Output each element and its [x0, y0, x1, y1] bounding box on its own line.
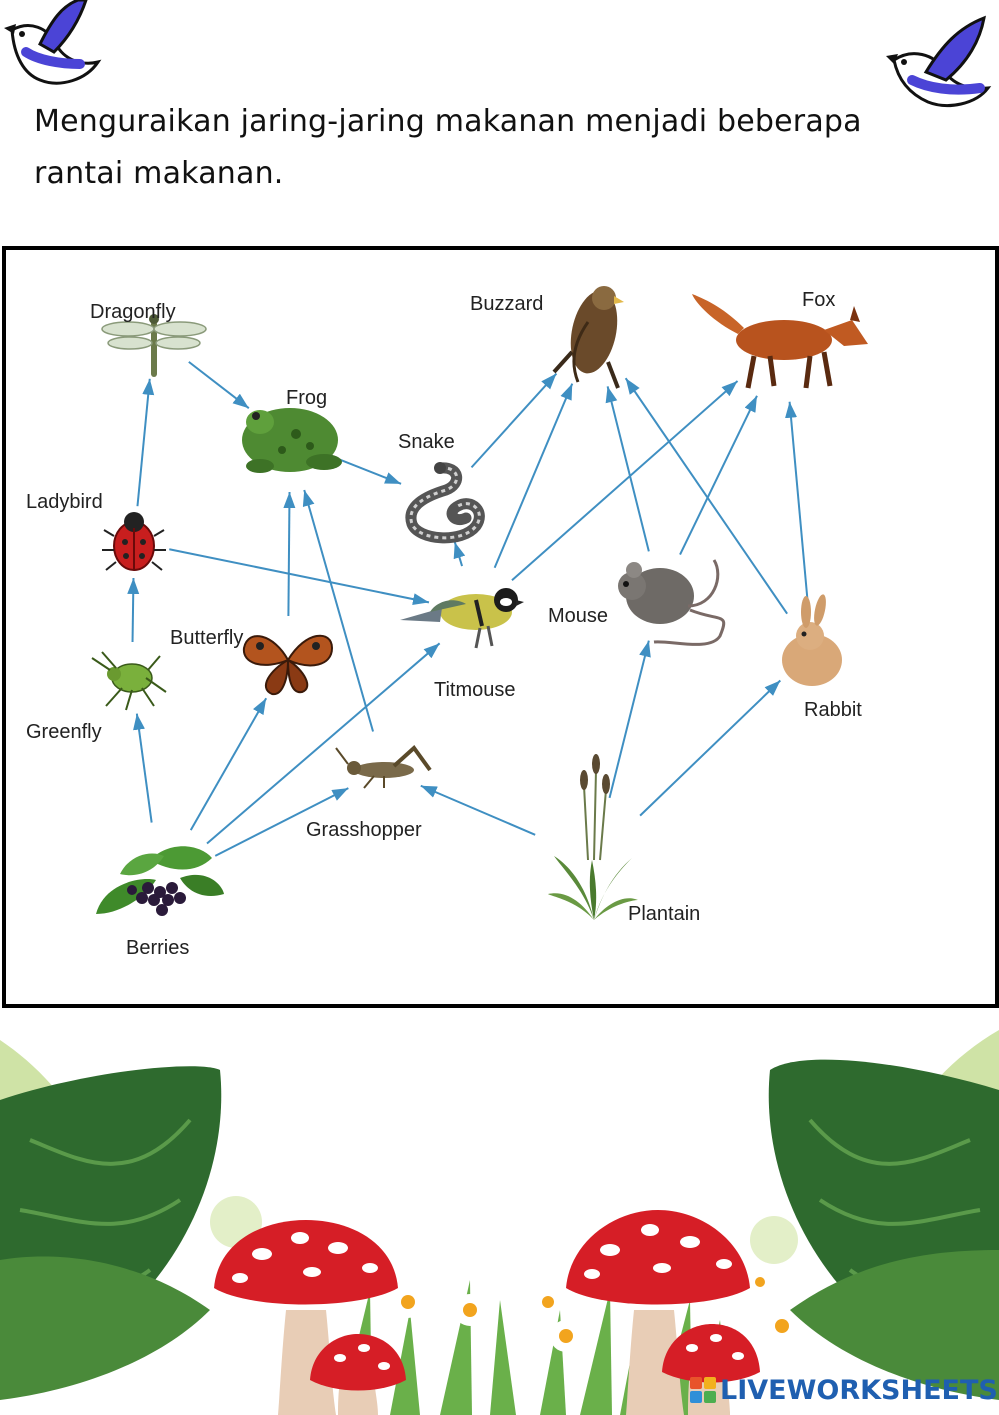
mouse-label: Mouse — [548, 605, 608, 627]
jungle-decoration — [0, 1010, 999, 1415]
liveworksheets-logo-icon — [690, 1377, 716, 1403]
fox-label: Fox — [802, 289, 835, 311]
butterfly-label: Butterfly — [170, 627, 243, 649]
berries-label: Berries — [126, 937, 189, 959]
watermark-text: LIVEWORKSHEETS — [720, 1375, 998, 1406]
grasshopper-label: Grasshopper — [306, 819, 422, 841]
greenfly-label: Greenfly — [26, 721, 102, 743]
rabbit-icon — [782, 593, 842, 686]
arrow-grasshopper-to-frog — [304, 490, 373, 732]
frog-icon — [242, 408, 342, 473]
arrow-ladybird-to-titmouse — [169, 549, 429, 602]
bubble-decoration — [750, 1216, 798, 1264]
instruction-text: Menguraikan jaring-jaring makanan menjad… — [34, 96, 914, 200]
arrow-frog-to-snake — [338, 459, 401, 484]
arrow-mouse-to-buzzard — [608, 386, 649, 551]
ladybird-label: Ladybird — [26, 491, 103, 513]
arrow-plantain-to-grasshopper — [421, 786, 535, 835]
mouse-icon — [618, 560, 724, 644]
titmouse-icon — [400, 588, 524, 648]
arrow-titmouse-to-fox — [512, 381, 738, 580]
arrow-berries-to-greenfly — [137, 714, 152, 823]
arrow-dragonfly-to-frog — [189, 362, 249, 408]
buzzard-icon — [554, 286, 624, 388]
plantain-label: Plantain — [628, 903, 700, 925]
arrow-greenfly-to-ladybird — [133, 578, 134, 642]
fox-icon — [692, 294, 868, 388]
snake-label: Snake — [398, 431, 455, 453]
bird-icon — [0, 0, 110, 92]
food-web-canvas: Dragonfly Frog Snake Buzzard Fox Ladybir… — [6, 250, 995, 1004]
arrow-titmouse-to-snake — [455, 542, 462, 566]
liveworksheets-watermark: LIVEWORKSHEETS — [690, 1373, 998, 1407]
grasshopper-icon — [336, 748, 430, 788]
berries-icon — [96, 846, 224, 916]
arrow-butterfly-to-frog — [288, 492, 289, 616]
arrow-berries-to-butterfly — [191, 698, 266, 830]
ladybird-icon — [102, 512, 166, 570]
leaf-icon — [0, 1257, 210, 1400]
arrow-plantain-to-rabbit — [640, 681, 780, 816]
snake-icon — [411, 462, 479, 538]
butterfly-icon — [244, 636, 332, 694]
arrow-ladybird-to-dragonfly — [137, 379, 149, 506]
arrow-rabbit-to-fox — [790, 402, 808, 606]
arrow-berries-to-titmouse — [207, 643, 440, 843]
rabbit-label: Rabbit — [804, 699, 862, 721]
arrow-plantain-to-mouse — [610, 641, 649, 798]
buzzard-label: Buzzard — [470, 293, 543, 315]
food-web-diagram: Dragonfly Frog Snake Buzzard Fox Ladybir… — [2, 246, 999, 1008]
arrow-titmouse-to-buzzard — [495, 384, 573, 568]
dragonfly-label: Dragonfly — [90, 301, 176, 323]
titmouse-label: Titmouse — [434, 679, 516, 701]
dragonfly-icon — [102, 314, 206, 377]
greenfly-icon — [92, 652, 166, 710]
plantain-icon — [548, 754, 638, 920]
frog-label: Frog — [286, 387, 327, 409]
